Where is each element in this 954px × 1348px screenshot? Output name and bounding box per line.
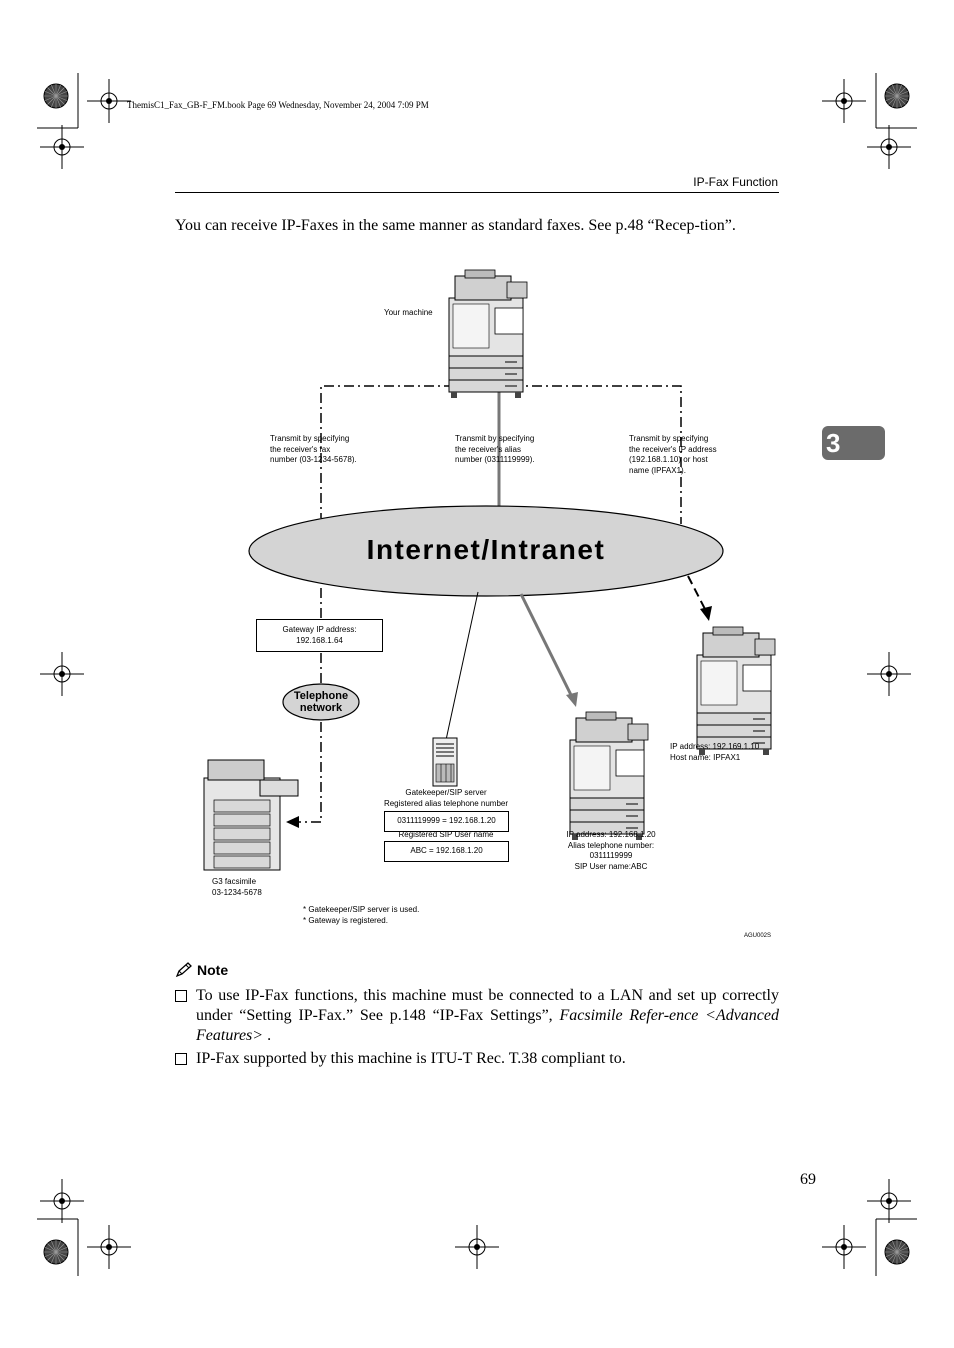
alias-box: 0311119999 = 192.168.1.20: [384, 811, 509, 832]
text-line: Alias telephone number:: [567, 840, 655, 850]
note-text: To use IP-Fax functions, this machine mu…: [196, 986, 779, 1046]
note-text-tail: .: [263, 1027, 272, 1044]
g3-facsimile-label: G3 facsimile 03-1234-5678: [212, 877, 262, 898]
figure-code: AGU002S: [744, 933, 772, 939]
text-line: 0311119999: [589, 851, 633, 860]
text-line: Transmit by specifying: [629, 434, 709, 443]
text-line: Host name: IPFAX1: [670, 752, 741, 762]
intro-paragraph: You can receive IP-Faxes in the same man…: [175, 217, 736, 234]
chapter-tab: 3: [822, 426, 885, 460]
text-line: the receiver's alias: [455, 444, 521, 454]
note-item: To use IP-Fax functions, this machine mu…: [175, 986, 779, 1046]
note-text: IP-Fax supported by this machine is ITU-…: [196, 1050, 626, 1067]
text-line: 03-1234-5678: [212, 887, 262, 897]
header-rule: [175, 192, 779, 193]
text-line: * Gateway is registered.: [303, 915, 388, 925]
telephone-network-label: Telephone network: [283, 690, 359, 714]
text-line: Gateway IP address:: [282, 625, 357, 634]
sip-label: Registered SIP User name: [398, 830, 494, 839]
gateway-box: Gateway IP address: 192.168.1.64: [256, 619, 383, 652]
network-label: Internet/Intranet: [366, 534, 606, 565]
gatekeeper-label: Gatekeeper/SIP server Registered alias t…: [366, 788, 526, 809]
receiver-2-label: IP address: 192.169.1.10 Host name: IPFA…: [670, 742, 759, 763]
text-line: G3 facsimile: [212, 877, 257, 886]
note-title: Note: [197, 962, 229, 978]
text-line: number (03-1234-5678).: [270, 455, 357, 464]
transmit-alias-label: Transmit by specifying the receiver's al…: [455, 434, 535, 466]
your-machine-label: Your machine: [384, 308, 433, 317]
text-line: Registered alias telephone number: [383, 798, 509, 808]
text-line: Transmit by specifying: [270, 434, 350, 443]
text-line: Transmit by specifying: [455, 434, 535, 443]
text-line: (192.168.1.10) or host: [629, 455, 708, 464]
text-line: IP address: 192.169.1.10: [670, 742, 760, 751]
checkbox-icon: [175, 990, 187, 1002]
text-line: * Gatekeeper/SIP server is used.: [303, 905, 420, 914]
running-head: ThemisC1_Fax_GB-F_FM.book Page 69 Wednes…: [127, 100, 429, 110]
text-line: network: [299, 702, 343, 714]
note-item: IP-Fax supported by this machine is ITU-…: [175, 1049, 779, 1069]
pencil-icon: [175, 962, 192, 978]
note-text-main: To use IP-Fax functions, this machine mu…: [196, 987, 779, 1024]
note-heading: Note: [175, 962, 228, 978]
chapter-number: 3: [826, 428, 841, 458]
checkbox-icon: [175, 1053, 187, 1065]
sip-box: ABC = 192.168.1.20: [384, 841, 509, 862]
text-line: the receiver's fax: [270, 444, 331, 454]
text-line: IP address: 192.168.1.20: [566, 830, 656, 839]
manual-reference: Facsimile Refer-ence <Advanced Features>: [196, 1007, 779, 1044]
text-line: Telephone: [293, 690, 349, 702]
receiver-1-label: IP address: 192.168.1.20 Alias telephone…: [552, 830, 670, 872]
transmit-ip-label: Transmit by specifying the receiver's IP…: [629, 434, 717, 476]
text-line: Gatekeeper/SIP server: [405, 788, 487, 797]
text-line: SIP User name:ABC: [574, 861, 648, 871]
diagram-footnotes: * Gatekeeper/SIP server is used. * Gatew…: [303, 905, 419, 926]
section-title: IP-Fax Function: [693, 175, 778, 189]
text-line: the receiver's IP address: [629, 444, 717, 454]
transmit-fax-number-label: Transmit by specifying the receiver's fa…: [270, 434, 357, 466]
text-line: number (0311119999).: [455, 455, 535, 464]
text-line: name (IPFAX1).: [629, 465, 686, 475]
page-number: 69: [800, 1171, 816, 1188]
text-line: 192.168.1.64: [296, 635, 343, 645]
